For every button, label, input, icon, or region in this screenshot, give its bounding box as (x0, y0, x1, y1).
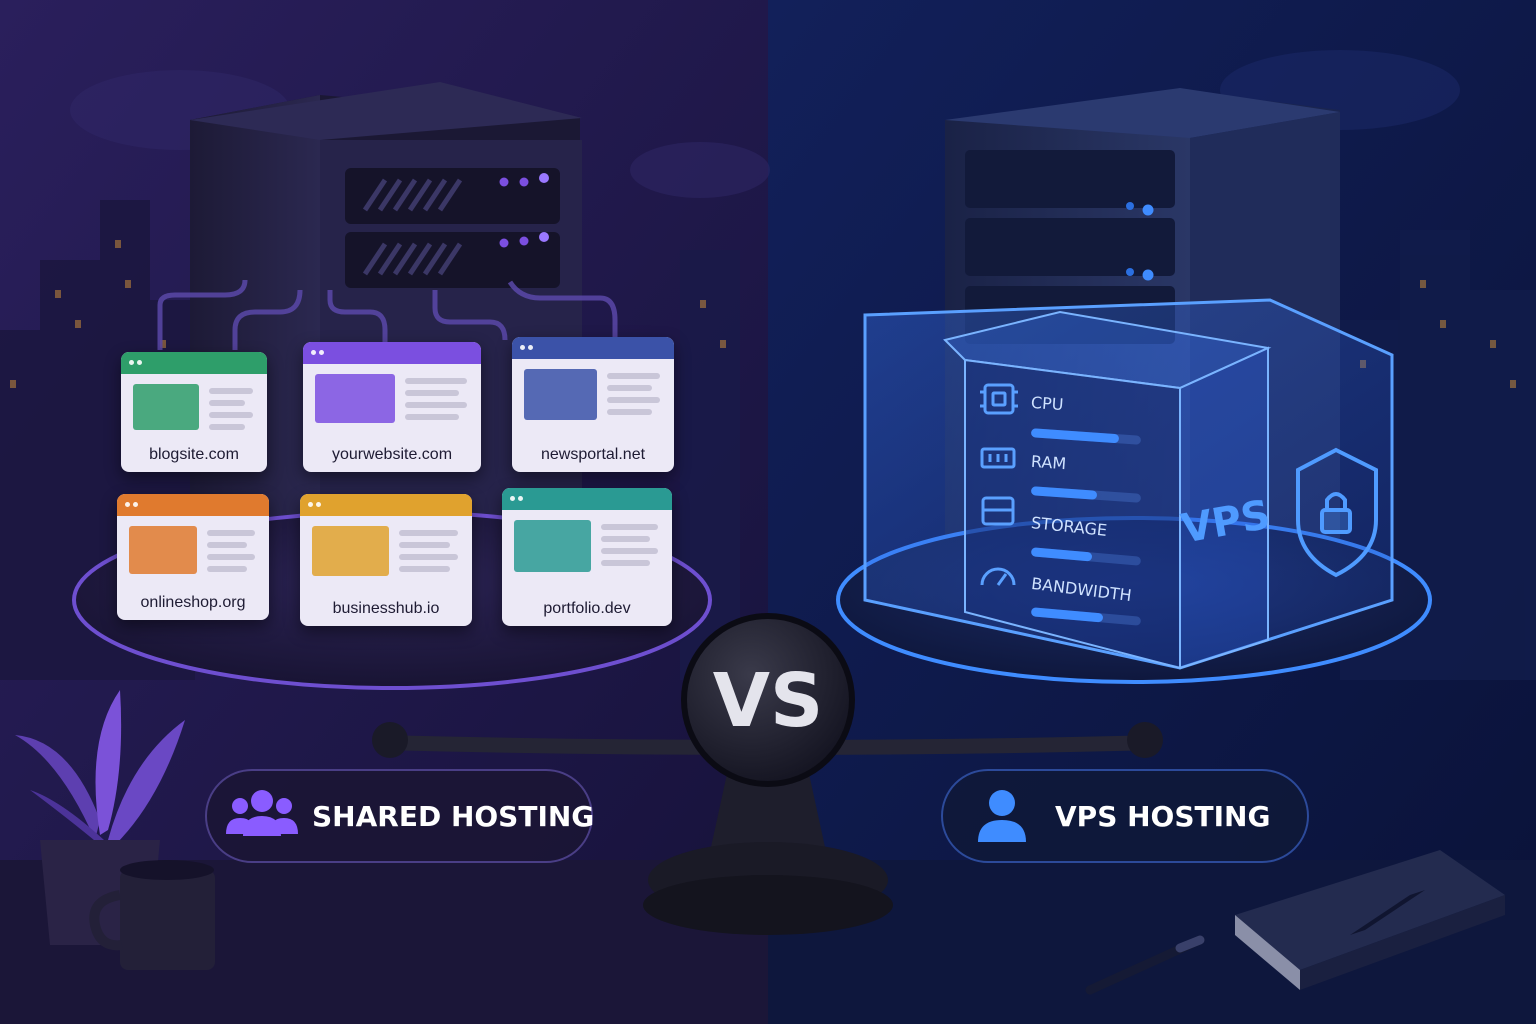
site-card-titlebar (512, 337, 674, 359)
text-placeholder-line (207, 554, 255, 560)
ram-module-icon (980, 447, 1016, 469)
text-placeholder-line (207, 542, 247, 548)
text-placeholder-line (607, 409, 652, 415)
site-domain-label: onlineshop.org (140, 594, 246, 611)
video-play-icon (524, 369, 597, 420)
vps-hosting-label-text: VPS HOSTING (1055, 799, 1271, 833)
text-placeholder-line (607, 373, 660, 379)
person-icon (312, 526, 389, 576)
resource-label-cpu: CPU (1030, 392, 1065, 415)
site-domain-label: portfolio.dev (543, 600, 631, 617)
text-placeholder-line (399, 554, 458, 560)
speedometer-icon (980, 567, 1016, 586)
user-icon (978, 790, 1026, 842)
coffee-mug (89, 860, 215, 970)
notebook (1235, 850, 1505, 990)
site-card: businesshub.io (300, 494, 472, 626)
text-placeholder-line (601, 524, 658, 530)
site-card-titlebar (303, 342, 481, 364)
site-card: yourwebsite.com (303, 342, 481, 472)
text-placeholder-line (601, 548, 658, 554)
vps-hosting-label: VPS HOSTING (1055, 770, 1270, 862)
site-domain-label: businesshub.io (332, 600, 440, 617)
image-icon (514, 520, 591, 572)
vs-label: VS (713, 658, 824, 744)
site-domain-label: yourwebsite.com (331, 446, 453, 463)
text-placeholder-line (399, 566, 450, 572)
site-card: newsportal.net (512, 337, 674, 472)
cpu-chip-icon (980, 383, 1018, 415)
network-cables (157, 279, 618, 350)
site-domain-label: blogsite.com (149, 446, 239, 463)
text-placeholder-line (207, 530, 255, 536)
vps-glass-container (863, 298, 1394, 670)
shopping-cart-icon (129, 526, 197, 574)
text-placeholder-line (405, 414, 459, 420)
text-placeholder-line (607, 397, 660, 403)
pen (1085, 935, 1205, 995)
storage-drive-icon (981, 496, 1015, 526)
text-placeholder-line (601, 560, 650, 566)
text-placeholder-line (209, 412, 253, 418)
skyline-windows (10, 240, 1516, 388)
site-domain-label: newsportal.net (540, 446, 646, 463)
shared-hosting-label: SHARED HOSTING (312, 770, 594, 862)
text-placeholder-line (209, 400, 245, 406)
shared-hosting-label-text: SHARED HOSTING (312, 799, 595, 833)
shield-lock-icon (1296, 447, 1378, 578)
site-card-titlebar (121, 352, 267, 374)
resource-label-ram: RAM (1030, 451, 1067, 474)
vs-badge (681, 613, 855, 787)
site-card: onlineshop.org (117, 494, 269, 620)
text-placeholder-line (607, 385, 652, 391)
text-placeholder-line (209, 388, 253, 394)
users-icon (226, 790, 298, 836)
text-placeholder-line (399, 542, 450, 548)
site-card-titlebar (117, 494, 269, 516)
image-icon (315, 374, 395, 423)
shared-label-pill-bg (205, 769, 593, 863)
text-placeholder-line (207, 566, 247, 572)
text-placeholder-line (405, 402, 467, 408)
text-placeholder-line (399, 530, 458, 536)
site-card-titlebar (300, 494, 472, 516)
site-card: blogsite.com (121, 352, 267, 472)
text-placeholder-line (405, 390, 459, 396)
vps-label-pill-bg (941, 769, 1309, 863)
site-card: portfolio.dev (502, 488, 672, 626)
text-placeholder-line (405, 378, 467, 384)
site-card-titlebar (502, 488, 672, 510)
text-placeholder-line (601, 536, 650, 542)
image-icon (133, 384, 199, 430)
text-placeholder-line (209, 424, 245, 430)
